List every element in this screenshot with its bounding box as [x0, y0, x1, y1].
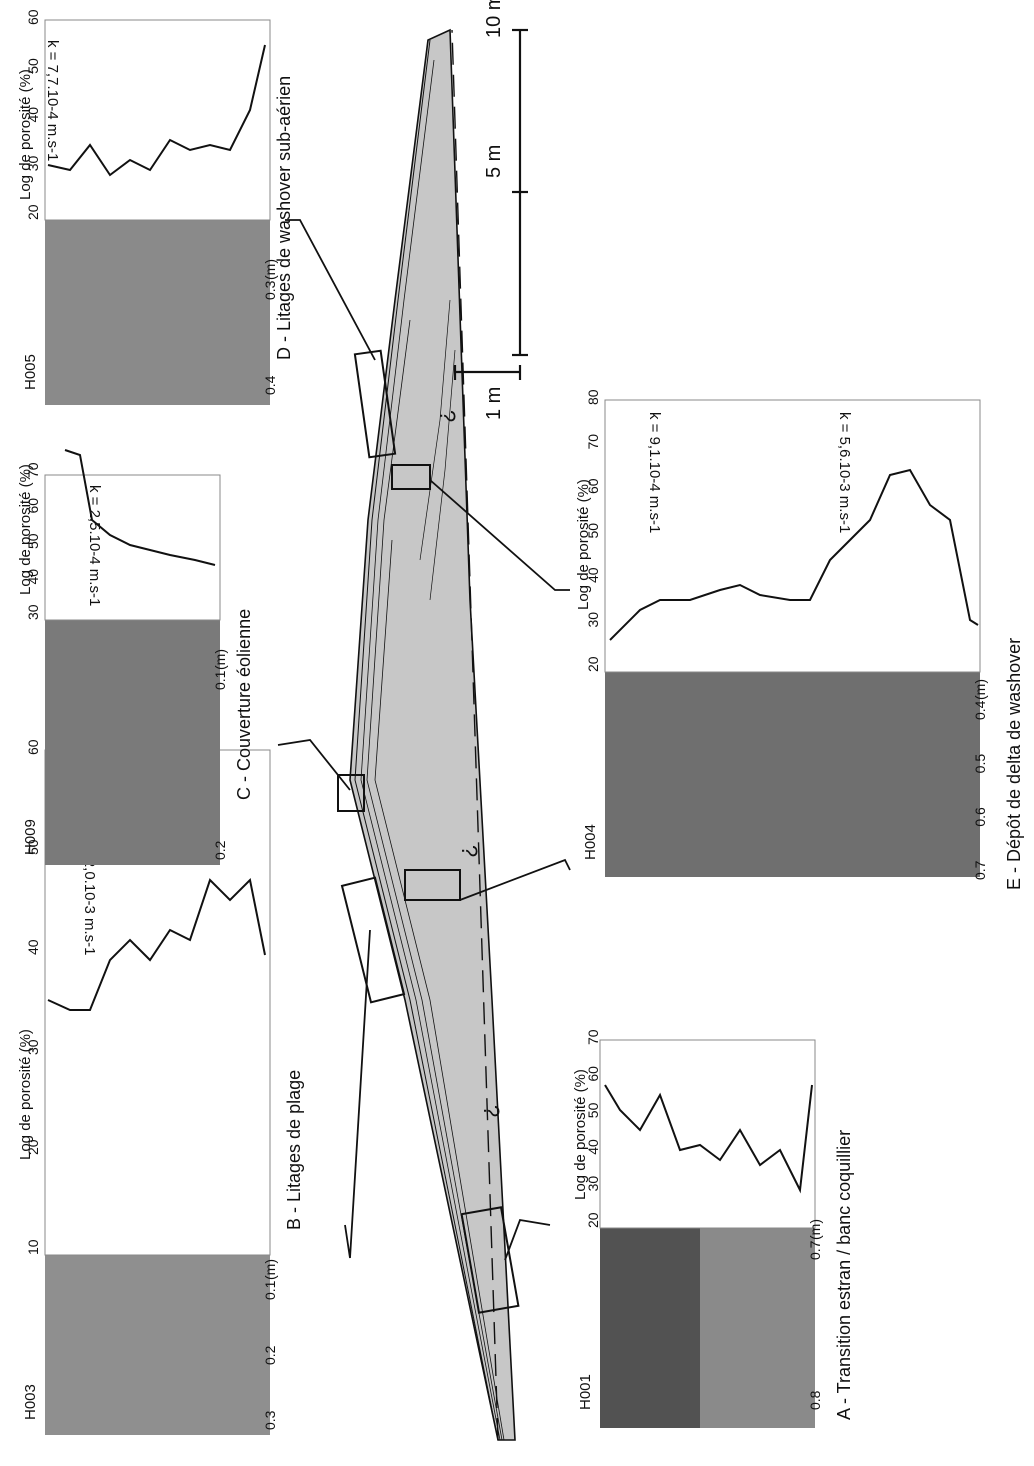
porosity-tick-A-4: 60: [585, 1066, 601, 1082]
k-label-E1: k = 9,1.10-4 m.s-1: [646, 412, 663, 533]
por-label-E: Log de porosité (%): [575, 479, 592, 610]
question-mark-1: ?: [435, 410, 460, 422]
depth-unit-C: (m): [212, 649, 228, 670]
porosity-tick-B-4: 50: [25, 839, 41, 855]
porosity-tick-E-2: 40: [585, 567, 601, 583]
question-mark-2: ?: [457, 845, 482, 857]
porosity-tick-B-0: 10: [25, 1239, 41, 1255]
porosity-grid-A: [599, 1039, 816, 1229]
scale-label-1m: 1 m: [483, 387, 505, 420]
depth-tick-B-1: 0.2: [262, 1345, 278, 1365]
porosity-tick-B-1: 20: [25, 1139, 41, 1155]
depth-tick-A-1: 0.8: [807, 1390, 823, 1410]
porosity-log-B: [47, 877, 266, 1011]
depth-tick-D-0: 0.3: [262, 280, 278, 300]
core-id-H004: H004: [582, 824, 599, 860]
depth-tick-E-2: 0.6: [972, 807, 988, 827]
depth-unit-E: (m): [972, 679, 988, 700]
por-label-C: Log de porosité (%): [17, 464, 34, 595]
panel-E: E - Dépôt de delta de washover H004 Log …: [575, 399, 1024, 890]
porosity-tick-B-3: 40: [25, 939, 41, 955]
title-A: A - Transition estran / banc coquillier: [834, 1130, 854, 1420]
panel-A: A - Transition estran / banc coquillier …: [572, 1039, 854, 1428]
porosity-tick-A-1: 30: [585, 1176, 601, 1192]
porosity-tick-A-2: 40: [585, 1139, 601, 1155]
question-mark-3: ?: [479, 1105, 504, 1117]
title-B: B - Litages de plage: [284, 1070, 304, 1230]
porosity-tick-D-1: 30: [25, 155, 41, 171]
depth-unit-D: (m): [262, 259, 278, 280]
porosity-tick-D-0: 20: [25, 204, 41, 220]
porosity-tick-E-3: 50: [585, 523, 601, 539]
porosity-tick-A-5: 70: [585, 1029, 601, 1045]
cross-section: ? ? ?: [337, 28, 520, 1441]
porosity-tick-B-5: 60: [25, 739, 41, 755]
porosity-tick-D-4: 60: [25, 9, 41, 25]
depth-tick-B-2: 0.3: [262, 1410, 278, 1430]
title-D: D - Litages de washover sub-aérien: [274, 76, 294, 360]
por-label-A: Log de porosité (%): [572, 1069, 589, 1200]
scale-label-5m: 5 m: [483, 145, 505, 178]
k-label-C: k = 2,5.10-4 m.s-1: [86, 485, 103, 606]
scale-bar: [453, 28, 528, 380]
core-id-H009: H009: [22, 819, 39, 855]
k-label-E2: k = 5,6.10-3 m.s-1: [836, 412, 853, 533]
porosity-log-D: [47, 44, 266, 177]
depth-tick-B-0: 0.1: [262, 1280, 278, 1300]
depth-tick-A-0: 0.7: [807, 1240, 823, 1260]
porosity-tick-D-2: 40: [25, 107, 41, 123]
core-image-H004: [605, 672, 980, 877]
porosity-grid-C: [44, 474, 221, 621]
porosity-tick-C-0: 30: [25, 604, 41, 620]
depth-tick-C-1: 0.2: [212, 840, 228, 860]
porosity-tick-C-4: 70: [25, 462, 41, 478]
porosity-grid-D: [44, 19, 271, 221]
connector-lines: [277, 219, 571, 1261]
porosity-tick-E-0: 20: [585, 656, 601, 672]
panel-C: C - Couverture éolienne H009 Log de poro…: [17, 449, 254, 865]
title-E: E - Dépôt de delta de washover: [1004, 638, 1024, 890]
porosity-log-A: [604, 1084, 813, 1194]
depth-tick-E-1: 0.5: [972, 754, 988, 774]
porosity-tick-E-4: 60: [585, 478, 601, 494]
por-label-B: Log de porosité (%): [17, 1029, 34, 1160]
depth-tick-D-1: 0.4: [262, 375, 278, 395]
core-image-H003: [45, 1255, 270, 1435]
scale-label-10m: 10 m: [483, 0, 505, 38]
porosity-tick-E-1: 30: [585, 612, 601, 628]
core-id-H003: H003: [22, 1384, 39, 1420]
depth-tick-C-0: 0.1: [212, 670, 228, 690]
k-label-D: k = 7,7.10-4 m.s-1: [44, 40, 61, 161]
core-id-H001: H001: [577, 1374, 594, 1410]
title-C: C - Couverture éolienne: [234, 609, 254, 800]
porosity-grid-E: [604, 399, 981, 673]
porosity-tick-D-3: 50: [25, 58, 41, 74]
core-image-H009: [45, 620, 220, 865]
depth-tick-E-0: 0.4: [972, 700, 988, 720]
depth-unit-B: (m): [262, 1259, 278, 1280]
porosity-tick-A-3: 50: [585, 1102, 601, 1118]
porosity-tick-E-5: 70: [585, 434, 601, 450]
depth-tick-E-3: 0.7: [972, 860, 988, 880]
core-image-H005: [45, 220, 270, 405]
porosity-tick-C-3: 60: [25, 498, 41, 514]
porosity-tick-B-2: 30: [25, 1039, 41, 1055]
porosity-log-E: [609, 468, 979, 641]
porosity-tick-A-0: 20: [585, 1212, 601, 1228]
porosity-tick-C-1: 40: [25, 569, 41, 585]
porosity-tick-C-2: 50: [25, 533, 41, 549]
porosity-log-C: [64, 449, 216, 566]
depth-unit-A: (m): [807, 1219, 823, 1240]
panel-D: D - Litages de washover sub-aérien H005 …: [17, 19, 294, 405]
core-id-H005: H005: [22, 354, 39, 390]
porosity-tick-E-6: 80: [585, 389, 601, 405]
por-label-D: Log de porosité (%): [17, 69, 34, 200]
